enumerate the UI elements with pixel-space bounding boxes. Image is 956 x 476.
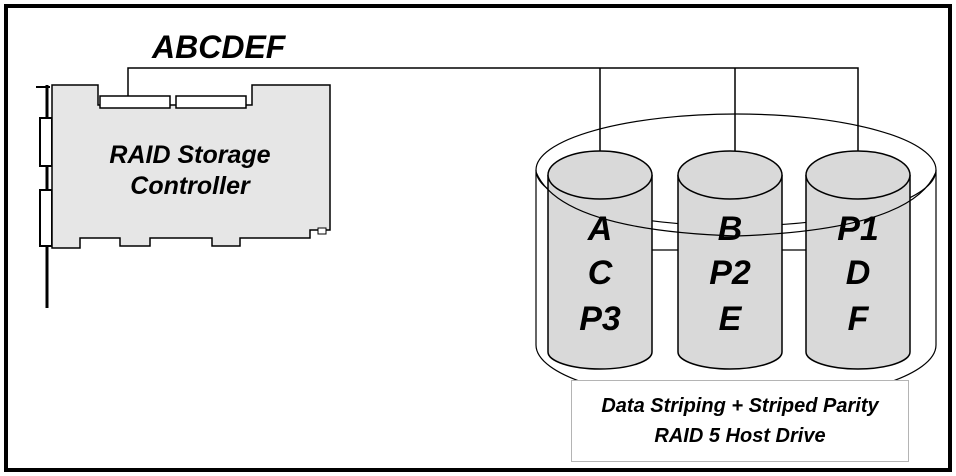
bus-label: ABCDEF (151, 29, 287, 65)
drive-1: A C P3 (547, 150, 653, 370)
caption-line-2: RAID 5 Host Drive (654, 425, 826, 447)
caption-line-1: Data Striping + Striped Parity (601, 395, 879, 417)
host-drive-top-ellipse (535, 113, 937, 171)
bus-line-main (127, 67, 859, 178)
card-notch (317, 227, 327, 235)
caption-box: Data Striping + Striped Parity RAID 5 Ho… (571, 380, 909, 462)
drive-2: B P2 E (677, 150, 783, 370)
drive-3-block-2: D (846, 254, 871, 292)
raid-controller-card: RAID Storage Controller (36, 84, 331, 308)
drive-3-block-1: P1 (837, 210, 879, 248)
host-drive-front-arcs (535, 171, 937, 251)
drive-2-block-1: B (718, 210, 743, 248)
drive-3: P1 D F (805, 150, 911, 370)
drive-2-block-3: E (719, 300, 743, 338)
card-port-upper (39, 117, 53, 167)
host-drive-front-curve (535, 171, 937, 237)
drive-1-block-1: A (587, 210, 613, 248)
controller-label-line1: RAID Storage (109, 141, 270, 169)
drive-3-block-3: F (848, 300, 870, 338)
card-board (51, 84, 331, 249)
drive-1-block-3: P3 (579, 300, 621, 338)
drive-1-block-2: C (588, 254, 613, 292)
card-connector-1 (99, 95, 171, 109)
drive-2-block-2: P2 (709, 254, 751, 292)
card-port-lower (39, 189, 53, 247)
controller-label-line2: Controller (130, 172, 251, 200)
card-connector-2 (175, 95, 247, 109)
bus-lines (127, 67, 859, 178)
